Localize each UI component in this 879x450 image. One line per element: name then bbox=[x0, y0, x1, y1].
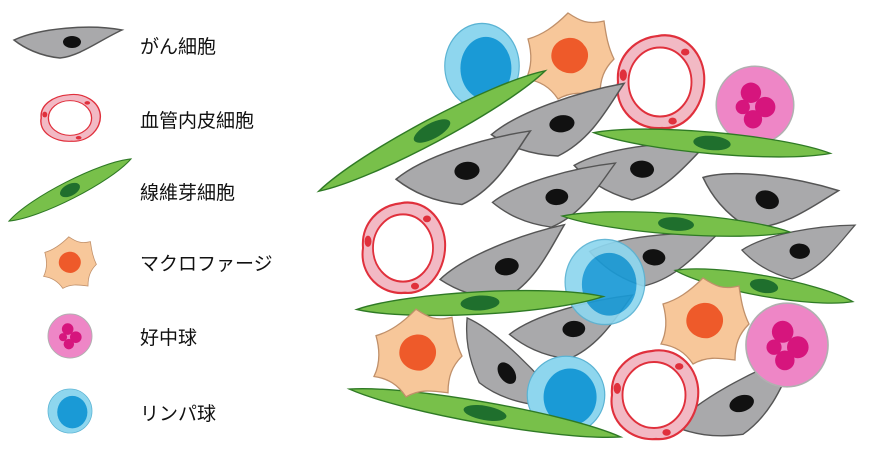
macrophage-icon bbox=[660, 277, 750, 365]
neutrophil-icon bbox=[715, 65, 795, 145]
tissue-illustration bbox=[312, 12, 856, 450]
legend-item-cancer: がん細胞 bbox=[12, 26, 216, 59]
legend-item-endothelial: 血管内皮細胞 bbox=[40, 93, 254, 143]
macrophage-icon bbox=[525, 12, 615, 100]
legend-label-cancer: がん細胞 bbox=[140, 36, 216, 58]
lymphocyte-icon bbox=[564, 238, 646, 326]
endothelial-cell-icon bbox=[616, 34, 706, 130]
macrophage-icon bbox=[43, 236, 97, 289]
legend-label-fibroblast: 線維芽細胞 bbox=[140, 182, 235, 204]
legend-item-neutrophil: 好中球 bbox=[47, 313, 197, 359]
cancer-cell-icon bbox=[12, 26, 125, 59]
endothelial-cell-icon bbox=[610, 349, 700, 441]
lymphocyte-icon bbox=[47, 388, 93, 434]
macrophage-icon bbox=[373, 308, 463, 398]
endothelial-cell-icon bbox=[40, 93, 102, 143]
neutrophil-icon bbox=[47, 313, 93, 359]
legend-label-endothelial: 血管内皮細胞 bbox=[140, 110, 254, 132]
legend-label-macrophage: マクロファージ bbox=[140, 253, 273, 275]
legend-item-macrophage: マクロファージ bbox=[43, 236, 273, 289]
legend-label-lymphocyte: リンパ球 bbox=[140, 403, 216, 425]
endothelial-cell-icon bbox=[361, 201, 447, 295]
fibroblast-icon bbox=[4, 150, 136, 230]
legend-label-neutrophil: 好中球 bbox=[140, 327, 197, 349]
legend-item-lymphocyte: リンパ球 bbox=[47, 388, 216, 434]
neutrophil-icon bbox=[745, 302, 829, 388]
legend: がん細胞 血管内皮細胞 線維芽細胞 マクロファージ 好中球 bbox=[4, 26, 273, 434]
legend-item-fibroblast: 線維芽細胞 bbox=[4, 150, 235, 230]
